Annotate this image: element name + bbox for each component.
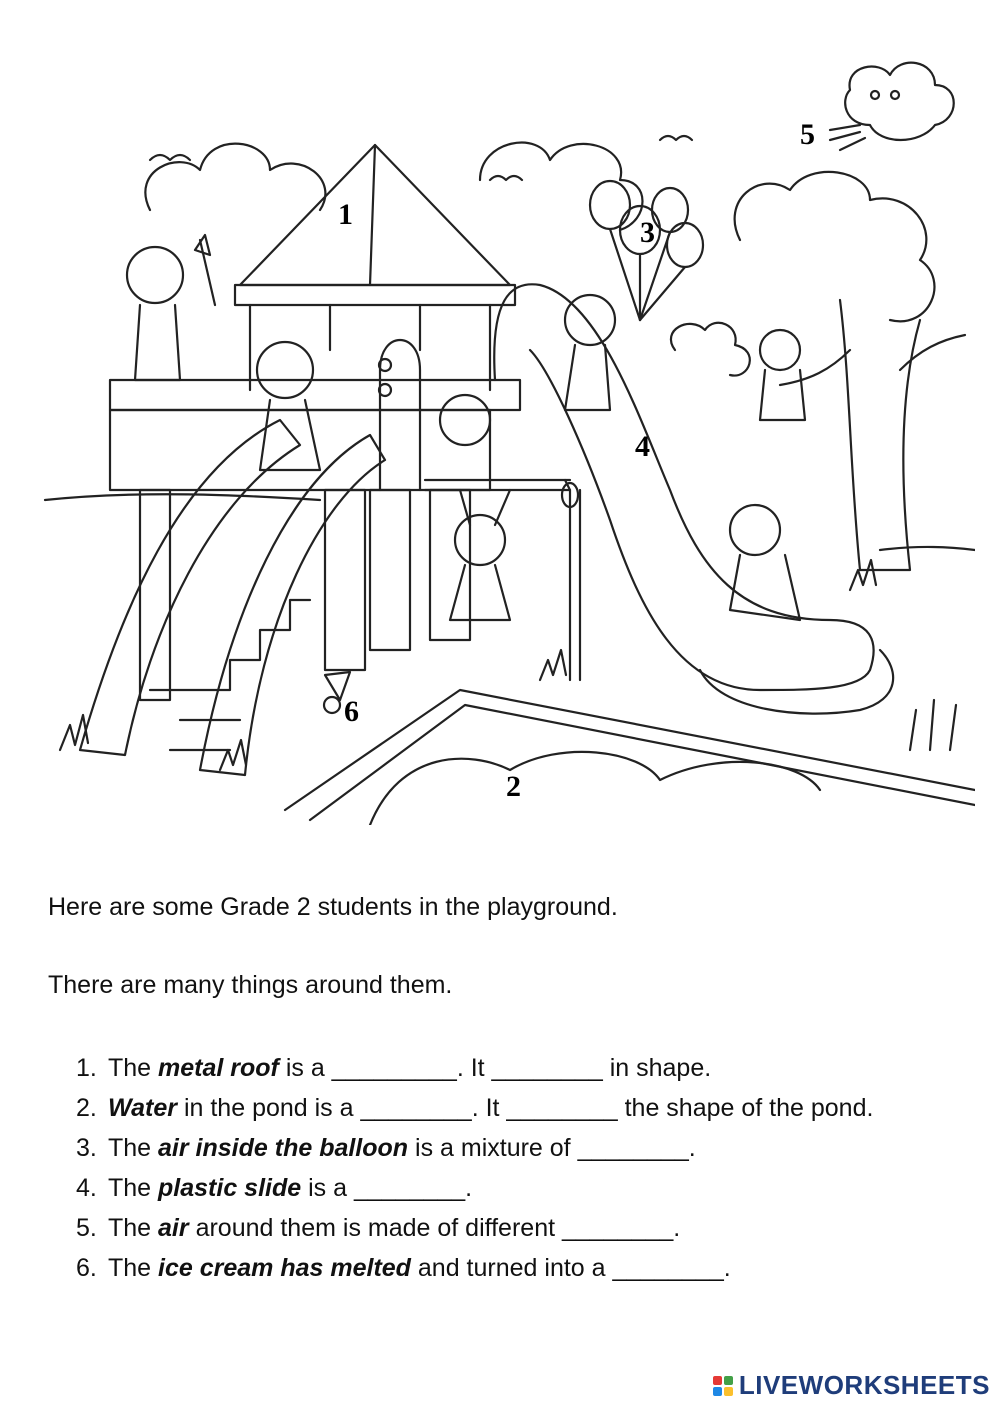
question-number: 6. <box>76 1254 97 1282</box>
question-text-post: in the pond is a ________. It ________ t… <box>177 1094 874 1122</box>
logo-square-blue <box>712 1386 722 1396</box>
illustration-label-3: 3 <box>640 216 655 249</box>
question-text-post: and turned into a ________. <box>410 1254 731 1282</box>
question-text-pre: The <box>108 1174 159 1202</box>
illustration-label-6: 6 <box>344 695 359 728</box>
question-number: 5. <box>76 1214 97 1242</box>
question-number: 3. <box>76 1134 97 1162</box>
question-text-pre: The <box>108 1054 159 1082</box>
question-item: 1. The metal roof is a _________. It ____… <box>76 1048 968 1088</box>
question-item: 5. The air around them is made of differe… <box>76 1208 968 1248</box>
intro-line-1: Here are some Grade 2 students in the pl… <box>48 893 618 921</box>
question-text-pre: The <box>108 1214 159 1242</box>
question-emphasis: air <box>158 1214 189 1242</box>
question-number: 1. <box>76 1054 97 1082</box>
question-item: 4. The plastic slide is a ________. <box>76 1168 968 1208</box>
logo-square-red <box>712 1375 722 1385</box>
liveworksheets-logo: LIVEWORKSHEETS <box>712 1370 990 1401</box>
question-text-post: is a _________. It ________ in shape. <box>278 1054 712 1082</box>
question-emphasis: air inside the balloon <box>158 1134 409 1162</box>
question-number: 2. <box>76 1094 97 1122</box>
question-number: 4. <box>76 1174 97 1202</box>
illustration-label-4: 4 <box>635 430 650 463</box>
playground-illustration: 1 2 3 4 5 6 <box>40 50 975 825</box>
logo-square-yellow <box>723 1386 733 1396</box>
question-item: 6. The ice cream has melted and turned in… <box>76 1248 968 1288</box>
illustration-label-2: 2 <box>506 770 521 803</box>
question-text-post: is a ________. <box>301 1174 473 1202</box>
question-text-post: is a mixture of ________. <box>408 1134 696 1162</box>
brand-name: LIVEWORKSHEETS <box>738 1370 990 1400</box>
question-emphasis: Water <box>108 1094 178 1122</box>
question-emphasis: metal roof <box>158 1054 279 1082</box>
logo-icon <box>712 1375 733 1396</box>
question-emphasis: ice cream has melted <box>158 1254 411 1282</box>
intro-line-2: There are many things around them. <box>48 971 453 999</box>
question-text-pre: The <box>108 1254 159 1282</box>
question-item: 2. Water in the pond is a ________. It __… <box>76 1088 968 1128</box>
question-emphasis: plastic slide <box>158 1174 302 1202</box>
logo-square-green <box>723 1375 733 1385</box>
question-list: 1. The metal roof is a _________. It ____… <box>76 1048 968 1288</box>
illustration-label-5: 5 <box>800 118 815 151</box>
question-text-post: around them is made of different _______… <box>188 1214 681 1242</box>
question-text-pre: The <box>108 1134 159 1162</box>
question-item: 3. The air inside the balloon is a mixtur… <box>76 1128 968 1168</box>
illustration-label-1: 1 <box>338 198 353 231</box>
